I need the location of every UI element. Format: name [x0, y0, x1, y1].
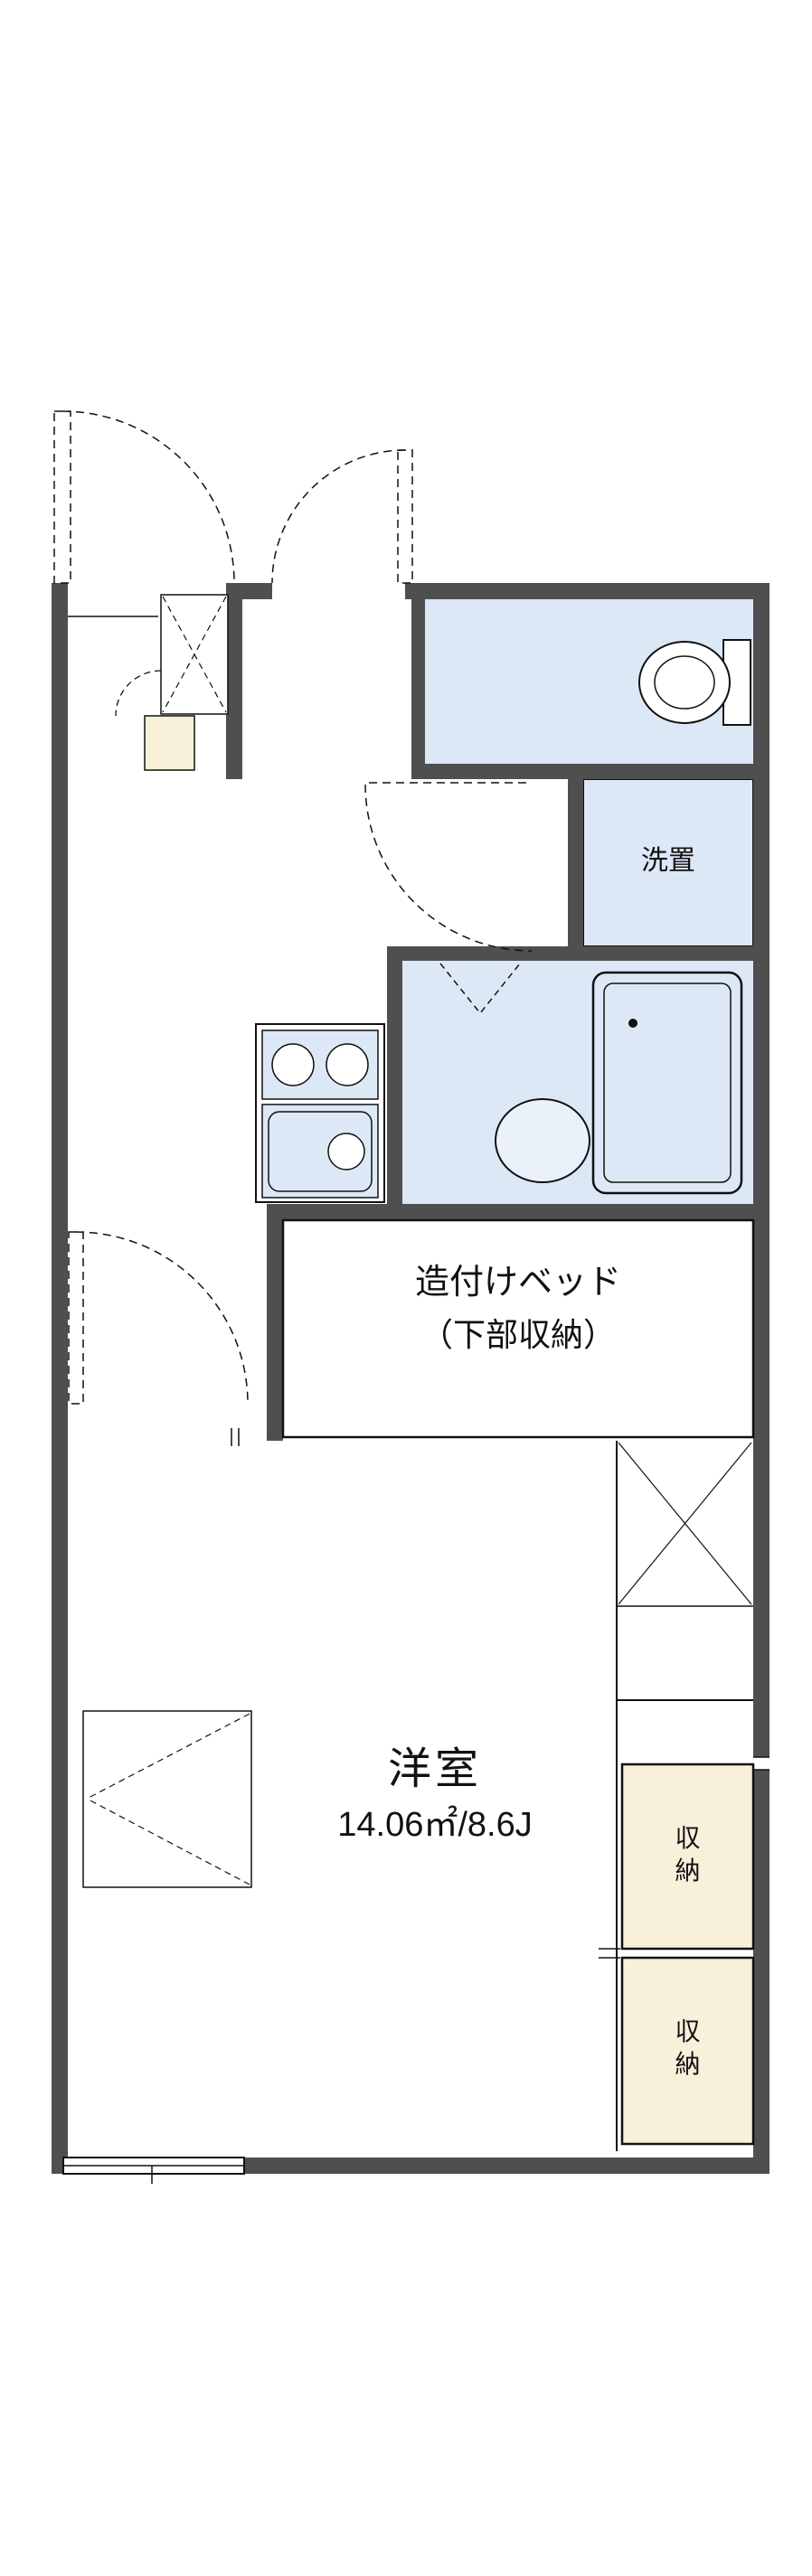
toilet-icon — [638, 639, 751, 726]
storage-box-bottom — [620, 1956, 755, 2146]
corridor-door-leaf — [68, 1231, 84, 1405]
closet-area — [616, 1441, 753, 2151]
built-in-bed-room — [281, 1218, 755, 1439]
window-bay — [82, 1710, 252, 1888]
storage-box-top — [620, 1763, 755, 1951]
storage-label-bottom: 収 納 — [675, 2017, 701, 2079]
shoe-cabinet — [144, 715, 195, 771]
window-bottom — [62, 2157, 245, 2184]
second-door-swing-arc — [271, 449, 406, 584]
stove-icon — [261, 1029, 379, 1100]
entrance-door-leaf — [53, 410, 71, 584]
small-door-swing-arc — [115, 670, 162, 717]
bathroom-fixtures — [439, 963, 743, 1195]
laundry-label: 洗置 — [641, 846, 695, 876]
main-room-area: 14.06㎡/8.6J — [337, 1806, 533, 1844]
kitchen-sink-icon — [261, 1104, 379, 1199]
walls — [52, 583, 770, 2174]
door-swings-top — [53, 410, 413, 584]
entrance-door-swing-arc — [61, 410, 235, 584]
wall-break-tick-bed — [231, 1428, 240, 1446]
main-room-name: 洋室 — [387, 1745, 482, 1793]
washroom-door — [364, 782, 533, 952]
second-door-leaf — [397, 449, 413, 584]
washroom-door-swing-arc — [364, 784, 533, 952]
wall-break-tick-storage — [599, 1948, 620, 1959]
bathtub-icon — [591, 971, 743, 1195]
corridor-door — [68, 1231, 249, 1405]
laundry-room — [582, 778, 754, 947]
corridor-door-swing-arc — [75, 1231, 249, 1405]
storage-label-top: 収 納 — [675, 1824, 701, 1885]
kitchen-unit — [255, 1023, 385, 1203]
washbasin-icon — [495, 1098, 590, 1183]
entrance-area — [68, 594, 229, 771]
bed-label-line2: （下部収納） — [420, 1316, 616, 1353]
wall-break-tick-right — [753, 1756, 770, 1771]
bed-label-line1: 造付けベッド — [414, 1264, 621, 1302]
